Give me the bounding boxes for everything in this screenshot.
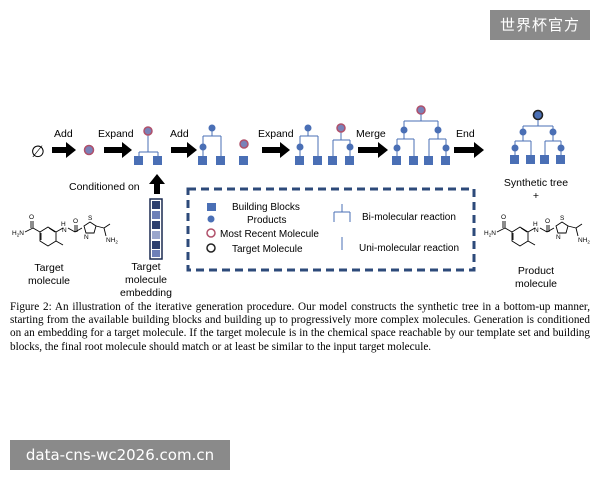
arrow-expand-2 — [262, 142, 290, 158]
tree-stage-2 — [134, 126, 162, 165]
watermark-bottom-left: data-cns-wc2026.com.cn — [10, 440, 230, 470]
svg-text:O: O — [545, 218, 550, 225]
step-label-merge: Merge — [356, 128, 386, 140]
embedding-label-line1: Target — [131, 261, 160, 273]
product-molecule-atoms: O H2N H N O S N NH2 — [484, 214, 590, 245]
target-molecule-atoms: O H2N H N O S N NH2 — [12, 214, 118, 245]
embedding-label-line3: embedding — [120, 287, 172, 299]
target-molecule-structure — [24, 221, 111, 247]
svg-text:H: H — [61, 221, 66, 228]
legend-target-label: Target Molecule — [232, 244, 303, 255]
legend-bi-reaction-icon — [333, 204, 351, 222]
empty-set-symbol: ∅ — [31, 144, 45, 161]
svg-text:O: O — [29, 214, 34, 221]
svg-text:NH2: NH2 — [106, 237, 118, 245]
svg-text:N: N — [84, 234, 89, 241]
step-arrows — [52, 142, 484, 158]
legend-building-blocks-label: Building Blocks — [232, 202, 300, 213]
arrow-add-1 — [52, 142, 76, 158]
step-label-add-2: Add — [170, 128, 189, 140]
synthetic-tree-label: Synthetic tree — [504, 177, 568, 189]
legend-uni-reaction-label: Uni-molecular reaction — [359, 243, 459, 254]
legend-products-label: Products — [247, 215, 286, 226]
target-molecule-label-line1: Target — [34, 262, 63, 274]
svg-text:H2N: H2N — [484, 230, 496, 238]
svg-text:S: S — [560, 215, 565, 222]
tree-stage-6-synthetic-tree — [510, 109, 565, 164]
svg-text:N: N — [534, 227, 539, 234]
figure-caption: Figure 2: An illustration of the iterati… — [10, 301, 590, 354]
caption-text: An illustration of the iterative generat… — [10, 301, 590, 353]
arrow-add-2 — [171, 142, 197, 158]
arrow-merge — [358, 142, 388, 158]
legend-box: Building Blocks Products Most Recent Mol… — [186, 187, 476, 272]
svg-text:H2N: H2N — [12, 230, 24, 238]
svg-text:O: O — [73, 218, 78, 225]
step-label-expand-1: Expand — [98, 128, 134, 140]
legend-building-block-icon — [207, 203, 216, 211]
watermark-top-right: 世界杯官方 — [490, 10, 590, 40]
legend-most-recent-label: Most Recent Molecule — [220, 229, 319, 240]
step-label-expand-2: Expand — [258, 128, 294, 140]
tree-stage-1 — [83, 144, 95, 156]
step-label-end: End — [456, 128, 475, 140]
arrow-expand-1 — [104, 142, 132, 158]
svg-text:S: S — [88, 215, 93, 222]
product-molecule-label-line2: molecule — [515, 278, 557, 290]
tree-stage-4 — [295, 123, 354, 165]
svg-text:O: O — [501, 214, 506, 221]
legend-most-recent-icon — [206, 228, 216, 238]
figure-diagram: ∅ Add Expand Add Expand Merge End — [12, 105, 590, 299]
svg-text:H: H — [533, 221, 538, 228]
svg-text:N: N — [62, 227, 67, 234]
embedding-label-line2: molecule — [125, 274, 167, 286]
target-molecule-label-line2: molecule — [28, 275, 70, 287]
arrow-up-conditioned — [149, 174, 165, 194]
conditioned-on-label: Conditioned on — [69, 181, 140, 193]
embedding-vector — [149, 198, 163, 260]
product-molecule-structure — [496, 221, 583, 247]
plus-symbol: + — [533, 190, 539, 202]
caption-label: Figure 2: — [10, 301, 52, 313]
tree-stage-5 — [392, 105, 450, 165]
svg-text:N: N — [556, 234, 561, 241]
arrow-end — [454, 142, 484, 158]
legend-target-icon — [206, 243, 216, 253]
tree-stage-3 — [198, 124, 249, 165]
legend-bi-reaction-label: Bi-molecular reaction — [362, 212, 456, 223]
svg-text:NH2: NH2 — [578, 237, 590, 245]
product-molecule-label-line1: Product — [518, 265, 554, 277]
legend-product-icon — [207, 215, 215, 223]
step-label-add-1: Add — [54, 128, 73, 140]
